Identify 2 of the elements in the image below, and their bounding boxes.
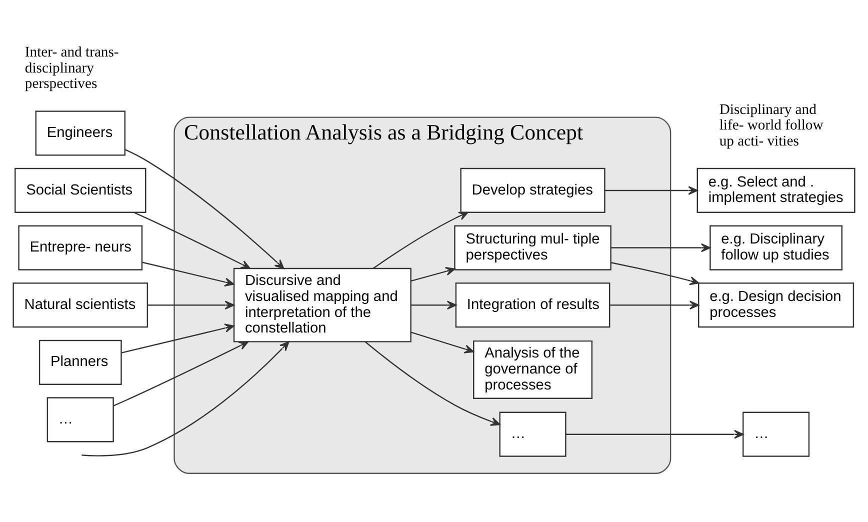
label: Inter- and trans- disciplinary perspectives xyxy=(24,44,119,92)
label: Disciplinary and life- world follow up acti- vities xyxy=(719,101,824,149)
